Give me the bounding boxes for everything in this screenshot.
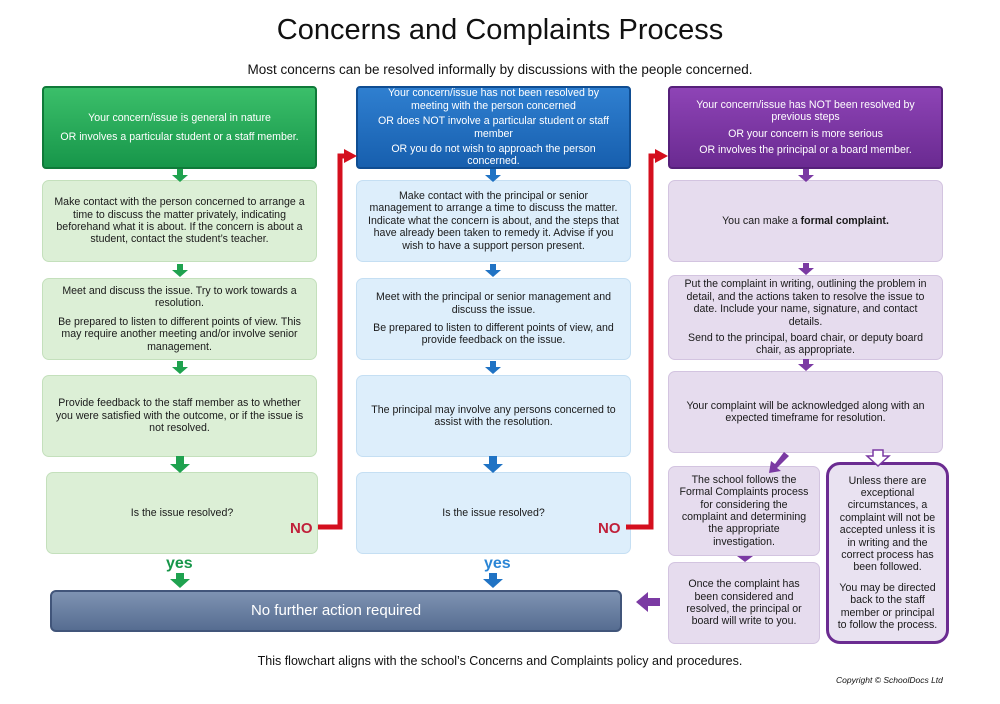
purple-step-acknowledged: Your complaint will be acknowledged alon… (668, 371, 943, 453)
notice-text: Unless there are exceptional circumstanc… (839, 474, 936, 574)
step-text: Is the issue resolved? (442, 506, 545, 519)
blue-step-principal: The principal may involve any persons co… (356, 375, 631, 457)
formal-prefix: You can make a (722, 214, 801, 227)
diagonal-arrow-icon (769, 452, 789, 473)
green-header: Your concern/issue is general in nature … (42, 86, 317, 169)
step-text: The school follows the Formal Complaints… (679, 473, 809, 548)
right-arrow-icon (344, 149, 357, 163)
green-step-feedback: Provide feedback to the staff member as … (42, 375, 317, 457)
blue-no-label: NO (598, 520, 621, 537)
step-text: Be prepared to listen to different point… (373, 322, 614, 347)
step-text: Once the complaint has been considered a… (686, 578, 802, 628)
down-arrow-icon (485, 169, 501, 182)
down-arrow-icon (172, 264, 188, 277)
notice-text: You may be directed back to the staff me… (837, 581, 938, 632)
down-arrow-icon (170, 456, 190, 473)
no-connector-line (626, 153, 656, 530)
purple-step-write: Put the complaint in writing, outlining … (668, 275, 943, 360)
green-yes-label: yes (166, 555, 193, 572)
down-arrow-icon (172, 361, 188, 374)
step-text: Meet with the principal or senior manage… (376, 291, 611, 316)
blue-step-resolved-question: Is the issue resolved? (356, 472, 631, 554)
blue-step-meet: Meet with the principal or senior manage… (356, 278, 631, 360)
blue-header-line: OR you do not wish to approach the perso… (391, 142, 596, 168)
step-text: Your complaint will be acknowledged alon… (686, 399, 925, 424)
down-arrow-icon (170, 573, 190, 588)
green-step-contact: Make contact with the person concerned t… (42, 180, 317, 262)
step-text: Is the issue resolved? (130, 506, 234, 519)
purple-step-formal-complaint: You can make a formal complaint. (668, 180, 943, 262)
step-text: Meet and discuss the issue. Try to work … (62, 284, 297, 310)
step-text: Put the complaint in writing, outlining … (684, 278, 927, 328)
no-connector-line (318, 153, 345, 530)
blue-yes-label: yes (484, 555, 511, 572)
purple-header-line: Your concern/issue has NOT been resolved… (696, 98, 915, 124)
green-arrows (170, 169, 190, 588)
step-text: Send to the principal, board chair, or d… (688, 331, 923, 357)
formal-bold: formal complaint. (800, 214, 889, 227)
formal-complaint-text: You can make a formal complaint. (722, 215, 889, 227)
purple-step-formal-process: The school follows the Formal Complaints… (668, 466, 820, 556)
blue-arrows (483, 169, 503, 588)
notice-box: Unless there are exceptional circumstanc… (826, 462, 949, 644)
blue-step-contact: Make contact with the principal or senio… (356, 180, 631, 262)
blue-header: Your concern/issue has not been resolved… (356, 86, 631, 169)
right-arrow-icon (655, 149, 668, 163)
step-text: Make contact with the principal or senio… (368, 189, 619, 252)
down-arrow-icon (485, 264, 501, 277)
down-arrow-icon (798, 263, 814, 275)
purple-step-write-to-you: Once the complaint has been considered a… (668, 562, 820, 644)
green-header-line: OR involves a particular student or a st… (60, 130, 299, 143)
down-arrow-icon (483, 456, 503, 473)
step-text: The principal may involve any persons co… (371, 403, 616, 428)
green-no-label: NO (290, 520, 313, 537)
green-step-meet: Meet and discuss the issue. Try to work … (42, 278, 317, 360)
step-text: Make contact with the person concerned t… (54, 196, 305, 246)
red-arrowheads (344, 149, 668, 163)
blue-header-line: Your concern/issue has not been resolved… (387, 87, 600, 112)
copyright: Copyright © SchoolDocs Ltd (836, 675, 943, 685)
purple-header: Your concern/issue has NOT been resolved… (668, 86, 943, 169)
down-arrow-icon (483, 573, 503, 588)
green-step-resolved-question: Is the issue resolved? (46, 472, 318, 554)
down-arrow-icon (737, 556, 753, 562)
hollow-arrow-icon (865, 449, 891, 468)
page-subtitle: Most concerns can be resolved informally… (247, 62, 753, 77)
blue-header-line: OR does NOT involve a particular student… (377, 115, 609, 140)
red-no-connectors (318, 153, 656, 530)
step-text: Provide feedback to the staff member as … (55, 397, 304, 435)
no-action-text: No further action required (250, 601, 422, 619)
step-text: Be prepared to listen to different point… (58, 315, 301, 353)
purple-arrows (636, 169, 814, 612)
down-arrow-icon (485, 361, 501, 374)
left-arrow-icon (636, 592, 660, 612)
purple-header-line: OR involves the principal or a board mem… (699, 143, 912, 156)
no-further-action-box: No further action required (50, 590, 622, 632)
down-arrow-icon (798, 359, 814, 371)
footer-note: This flowchart aligns with the school’s … (257, 654, 743, 668)
down-arrow-icon (798, 169, 814, 182)
green-header-line: Your concern/issue is general in nature (88, 112, 271, 125)
down-arrow-icon (172, 169, 188, 182)
purple-header-line: OR your concern is more serious (728, 127, 883, 140)
page-title: Concerns and Complaints Process (276, 14, 724, 46)
